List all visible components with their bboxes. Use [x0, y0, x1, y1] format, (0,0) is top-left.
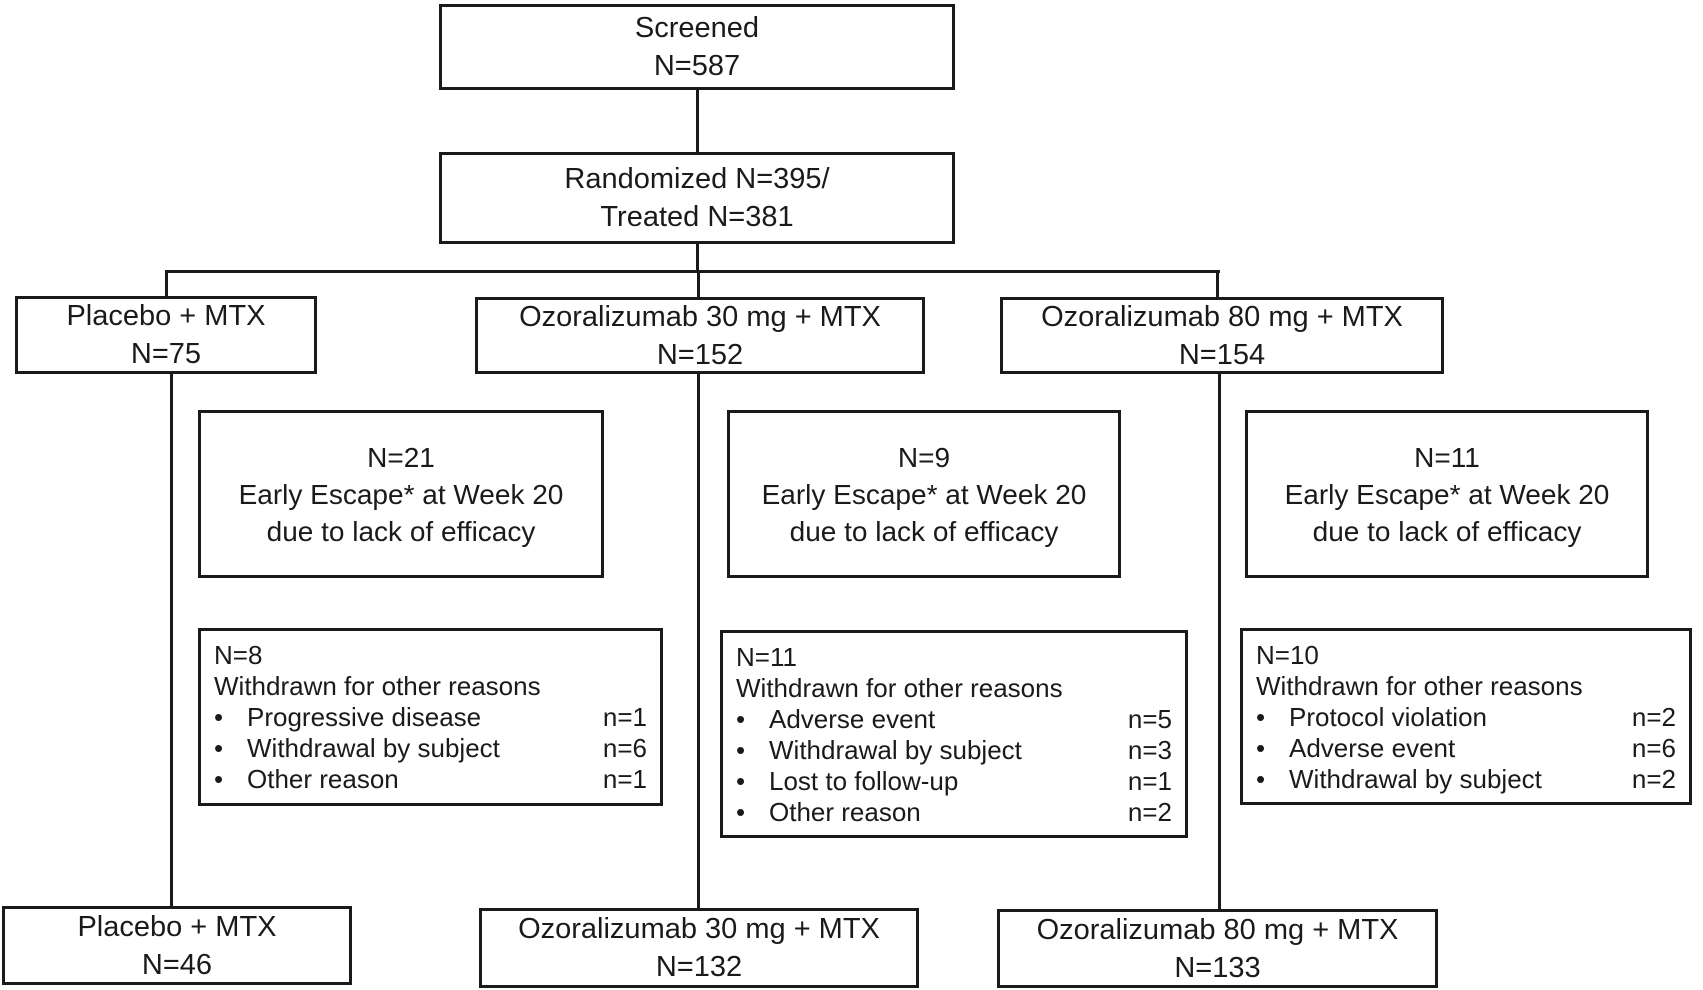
reason-count: n=1	[602, 764, 647, 794]
withdrawn-reason-row: • Lost to follow-up n=1	[736, 766, 1172, 797]
reason-count: n=2	[1631, 702, 1676, 732]
withdrawn-box-oz80: N=10 Withdrawn for other reasons • Proto…	[1240, 628, 1692, 805]
arm-name: Ozoralizumab 80 mg + MTX	[1041, 300, 1403, 333]
early-escape-line2: Early Escape* at Week 20	[238, 478, 564, 510]
early-escape-count: N=9	[897, 441, 951, 473]
connector-drop-oz30	[697, 270, 700, 298]
bullet-icon: •	[736, 766, 746, 796]
bullet-icon: •	[1256, 733, 1266, 763]
withdrawn-count: N=10	[1256, 640, 1319, 670]
early-escape-box-oz80: N=11 Early Escape* at Week 20 due to lac…	[1245, 410, 1649, 578]
withdrawn-reason-row: • Adverse event n=6	[1256, 733, 1676, 764]
early-escape-line3: due to lack of efficacy	[1312, 515, 1582, 547]
reason-count: n=3	[1127, 735, 1172, 765]
treated-label: Treated N=381	[600, 201, 794, 233]
randomized-box: Randomized N=395/ Treated N=381	[439, 152, 955, 244]
trunk-placebo	[170, 373, 173, 907]
completed-box-oz30: Ozoralizumab 30 mg + MTX N=132	[479, 908, 919, 988]
arm-box-placebo: Placebo + MTX N=75	[15, 296, 317, 374]
bullet-icon: •	[214, 764, 224, 794]
arm-box-oz30: Ozoralizumab 30 mg + MTX N=152	[475, 297, 925, 374]
reason-label: Lost to follow-up	[769, 766, 959, 796]
reason-label: Protocol violation	[1289, 702, 1487, 732]
arm-count: N=154	[1178, 338, 1266, 371]
arm-name: Placebo + MTX	[66, 300, 266, 332]
completed-count: N=132	[655, 951, 743, 983]
connector-drop-placebo	[165, 270, 168, 297]
reason-count: n=1	[1127, 766, 1172, 796]
screened-label: Screened	[634, 12, 760, 44]
connector-distribution-horizontal	[165, 270, 1220, 273]
early-escape-line2: Early Escape* at Week 20	[1284, 478, 1610, 510]
withdrawn-title: Withdrawn for other reasons	[214, 671, 541, 701]
bullet-icon: •	[1256, 764, 1266, 794]
bullet-icon: •	[736, 735, 746, 765]
connector-drop-oz80	[1216, 270, 1219, 298]
reason-count: n=6	[602, 733, 647, 763]
completed-name: Ozoralizumab 80 mg + MTX	[1036, 913, 1399, 946]
early-escape-box-oz30: N=9 Early Escape* at Week 20 due to lack…	[727, 410, 1121, 578]
bullet-icon: •	[214, 733, 224, 763]
completed-name: Ozoralizumab 30 mg + MTX	[518, 913, 880, 945]
reason-count: n=1	[602, 702, 647, 732]
reason-label: Progressive disease	[247, 702, 482, 732]
arm-name: Ozoralizumab 30 mg + MTX	[519, 300, 881, 333]
reason-label: Other reason	[247, 764, 399, 794]
early-escape-line3: due to lack of efficacy	[789, 515, 1059, 547]
early-escape-count: N=11	[1414, 441, 1480, 473]
withdrawn-reason-row: • Other reason n=2	[736, 797, 1172, 828]
reason-count: n=6	[1631, 733, 1676, 763]
reason-count: n=2	[1127, 797, 1172, 827]
arm-count: N=75	[130, 338, 202, 370]
completed-count: N=133	[1174, 951, 1261, 984]
reason-label: Withdrawal by subject	[247, 733, 500, 763]
arm-box-oz80: Ozoralizumab 80 mg + MTX N=154	[1000, 297, 1444, 374]
arm-count: N=152	[656, 338, 744, 371]
trunk-oz30	[697, 373, 700, 909]
connector-screened-randomized	[696, 90, 699, 152]
reason-label: Adverse event	[769, 704, 936, 734]
completed-name: Placebo + MTX	[77, 910, 277, 943]
bullet-icon: •	[1256, 702, 1266, 732]
bullet-icon: •	[214, 702, 224, 732]
reason-count: n=5	[1127, 704, 1172, 734]
randomized-label: Randomized N=395/	[564, 163, 830, 195]
connector-randomized-drop	[696, 244, 699, 272]
early-escape-line3: due to lack of efficacy	[266, 515, 536, 547]
reason-label: Withdrawal by subject	[1289, 764, 1542, 794]
early-escape-count: N=21	[367, 441, 435, 473]
completed-count: N=46	[141, 948, 213, 981]
withdrawn-reason-row: • Other reason n=1	[214, 764, 647, 795]
bullet-icon: •	[736, 797, 746, 827]
withdrawn-box-placebo: N=8 Withdrawn for other reasons • Progre…	[198, 628, 663, 806]
completed-box-placebo: Placebo + MTX N=46	[2, 906, 352, 985]
withdrawn-title: Withdrawn for other reasons	[736, 673, 1063, 703]
reason-count: n=2	[1631, 764, 1676, 794]
withdrawn-title: Withdrawn for other reasons	[1256, 671, 1583, 701]
withdrawn-reason-row: • Withdrawal by subject n=6	[214, 733, 647, 764]
withdrawn-reason-row: • Withdrawal by subject n=3	[736, 735, 1172, 766]
screened-count: N=587	[653, 50, 741, 82]
withdrawn-reason-row: • Progressive disease n=1	[214, 702, 647, 733]
withdrawn-reason-row: • Adverse event n=5	[736, 704, 1172, 735]
withdrawn-box-oz30: N=11 Withdrawn for other reasons • Adver…	[720, 630, 1188, 838]
bullet-icon: •	[736, 704, 746, 734]
early-escape-box-placebo: N=21 Early Escape* at Week 20 due to lac…	[198, 410, 604, 578]
reason-label: Other reason	[769, 797, 921, 827]
trunk-oz80	[1218, 373, 1221, 910]
withdrawn-reason-row: • Withdrawal by subject n=2	[1256, 764, 1676, 795]
screened-box: Screened N=587	[439, 4, 955, 90]
completed-box-oz80: Ozoralizumab 80 mg + MTX N=133	[997, 909, 1438, 988]
reason-label: Adverse event	[1289, 733, 1456, 763]
withdrawn-count: N=8	[214, 640, 263, 670]
reason-label: Withdrawal by subject	[769, 735, 1022, 765]
early-escape-line2: Early Escape* at Week 20	[761, 478, 1087, 510]
withdrawn-reason-row: • Protocol violation n=2	[1256, 702, 1676, 733]
withdrawn-count: N=11	[736, 642, 797, 672]
